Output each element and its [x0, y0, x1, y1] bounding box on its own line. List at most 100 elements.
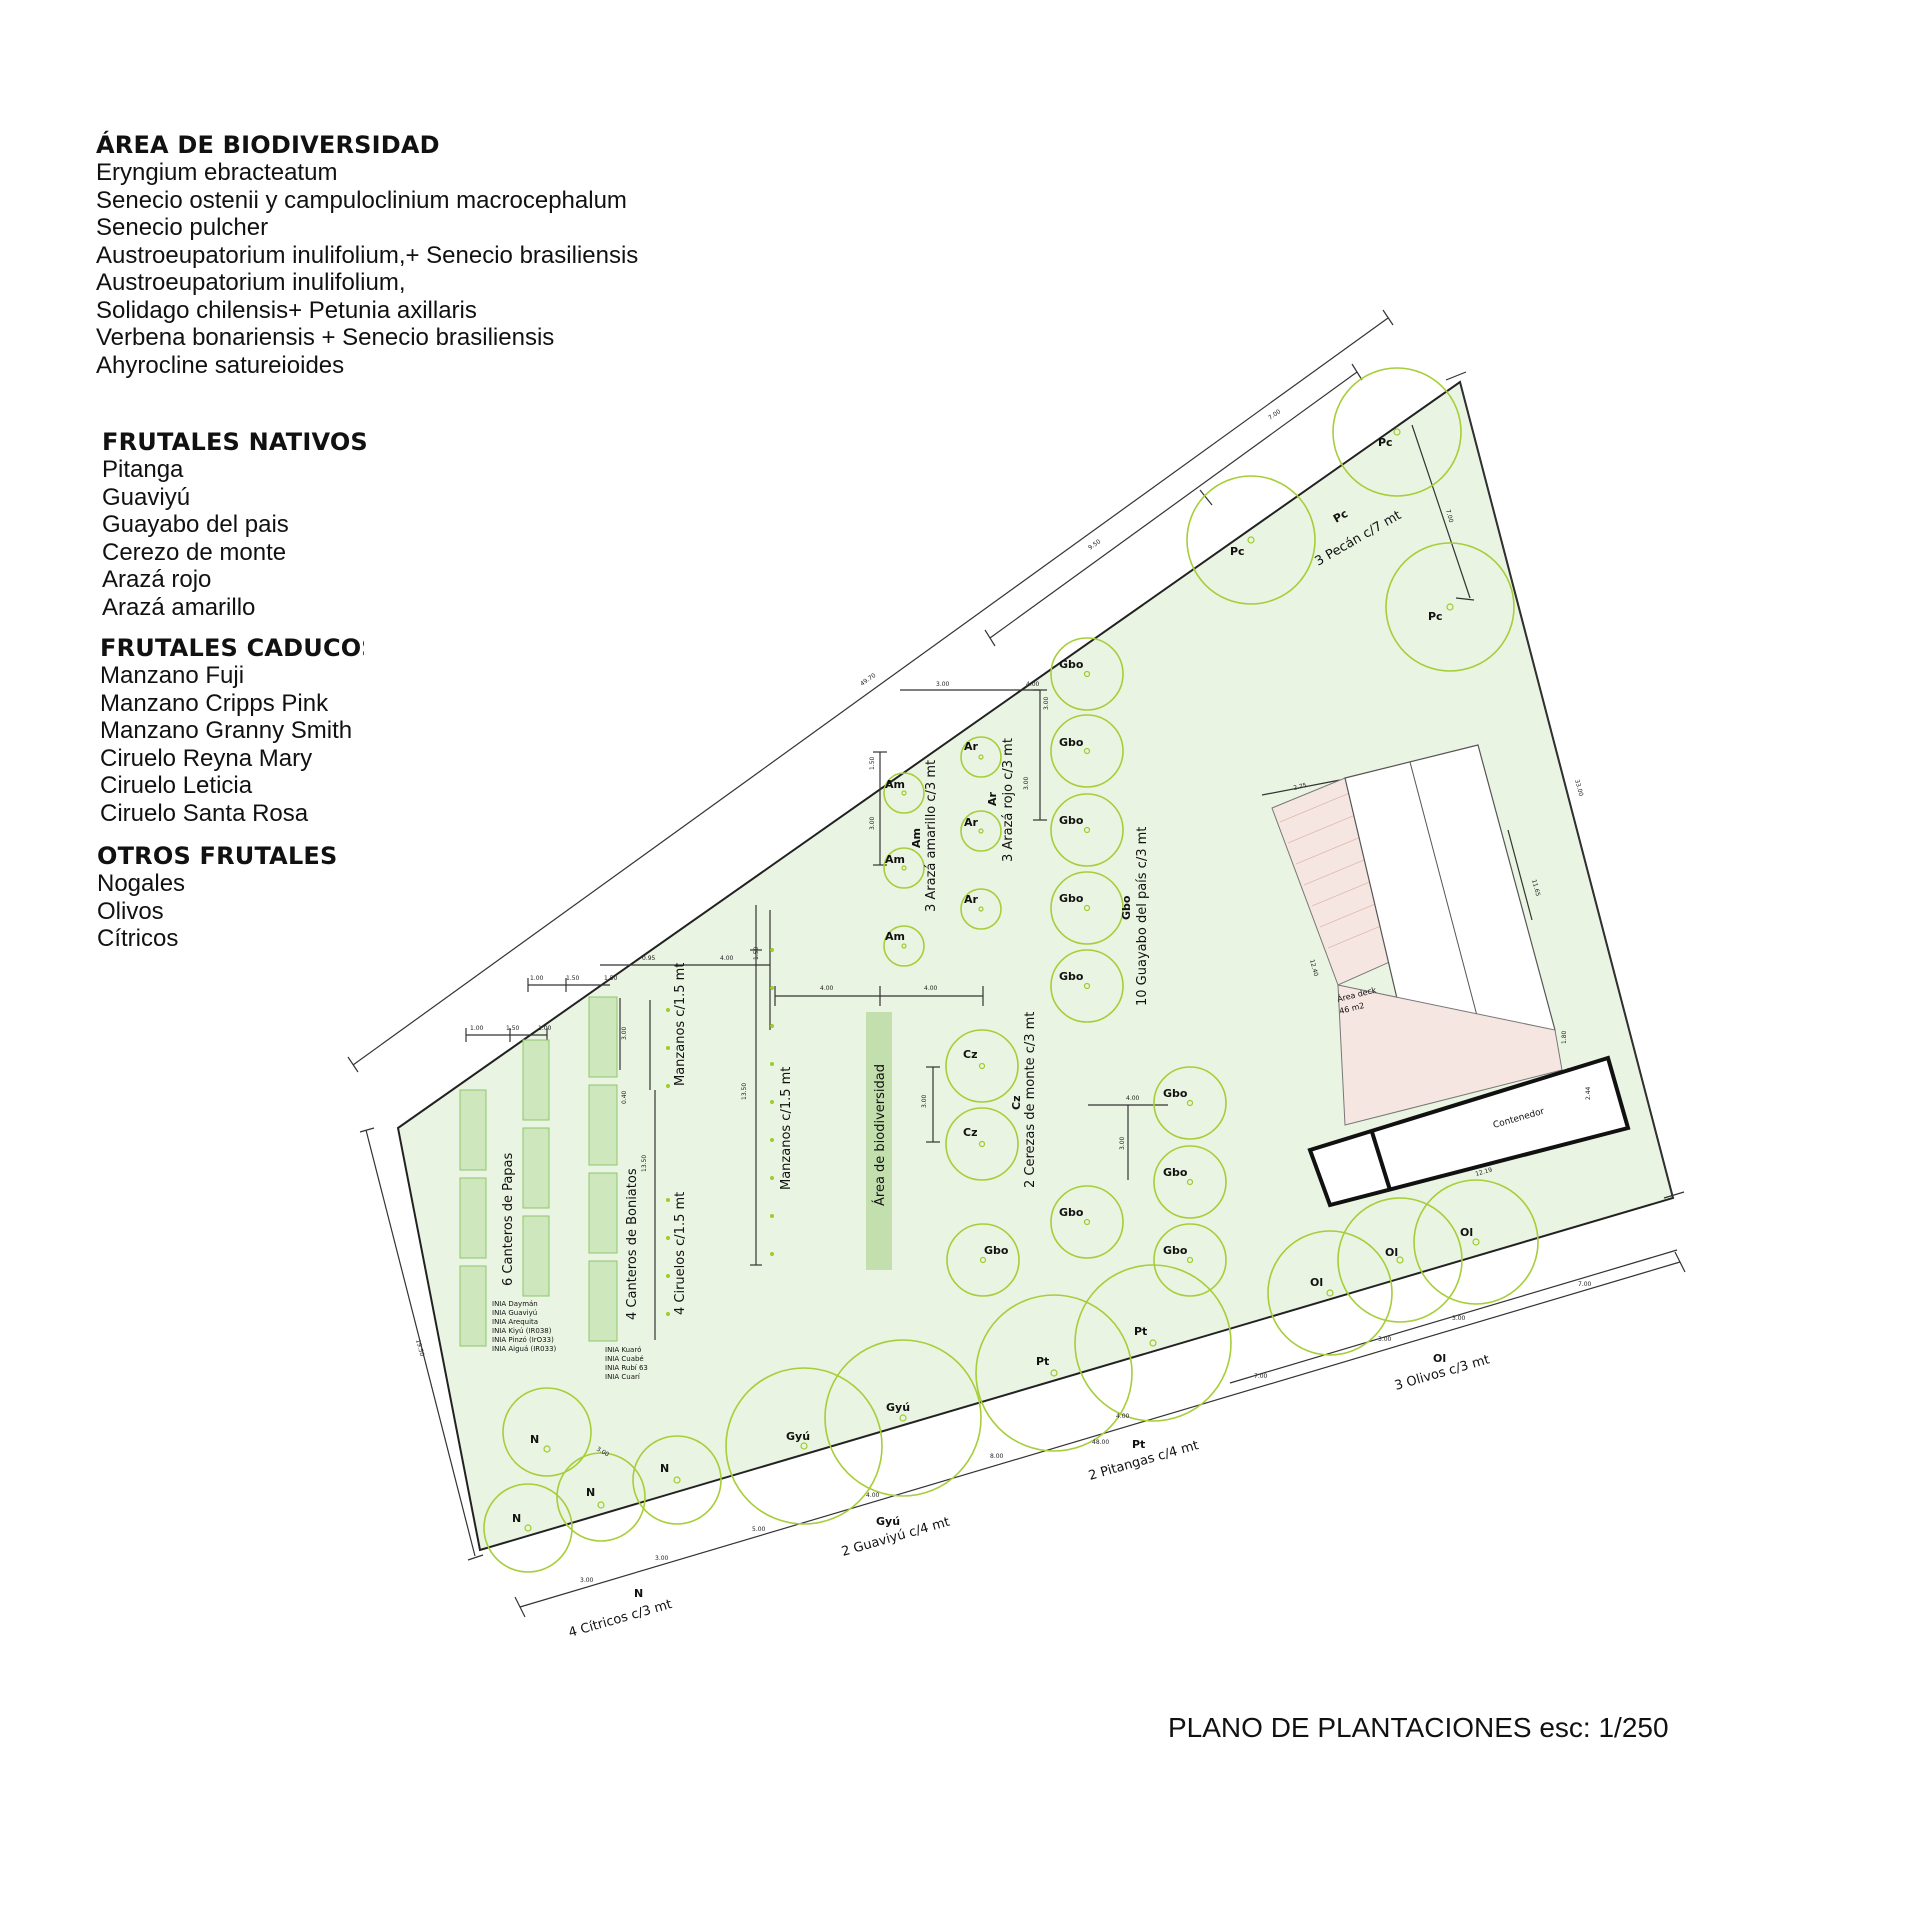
label-ol-group: Ol	[1433, 1352, 1446, 1365]
tree-am	[883, 772, 925, 814]
boniato-variety: INIA Cuabé	[605, 1355, 644, 1363]
svg-text:2.44: 2.44	[1585, 1086, 1592, 1100]
tree-gbo	[1050, 714, 1124, 788]
tree-ol	[1337, 1197, 1463, 1323]
svg-text:19.50: 19.50	[414, 1339, 425, 1358]
label-papas: 6 Canteros de Papas	[501, 1152, 516, 1286]
label-manzanos-a: Manzanos c/1.5 mt	[673, 963, 688, 1086]
tree-gyu	[725, 1367, 883, 1525]
label-gbo: Gbo	[1059, 892, 1084, 905]
label-ar: Ar	[964, 740, 979, 753]
svg-text:7.00: 7.00	[1444, 509, 1454, 524]
svg-text:3.00: 3.00	[1452, 1315, 1466, 1322]
svg-text:3.00: 3.00	[655, 1555, 669, 1562]
legend-item: Austroeupatorium inulifolium,+ Senecio b…	[96, 241, 639, 269]
label-biodiversidad: Área de biodiversidad	[872, 1064, 888, 1206]
label-ol: Ol	[1460, 1226, 1473, 1239]
legend-item: Arazá amarillo	[102, 593, 256, 621]
svg-text:1.50: 1.50	[753, 946, 760, 960]
label-pc: Pc	[1230, 545, 1245, 558]
label-manzanos-b: Manzanos c/1.5 mt	[779, 1067, 794, 1190]
tree-pt	[1074, 1264, 1232, 1422]
row-dots	[666, 948, 774, 1316]
tree-centers	[524, 428, 1480, 1532]
tree-n	[483, 1483, 573, 1573]
legend-list-otros: Nogales Olivos Cítricos	[97, 870, 185, 953]
label-am-group: Am	[910, 828, 923, 848]
tree-ar	[960, 888, 1002, 930]
svg-text:3.00: 3.00	[580, 1577, 594, 1584]
svg-text:4.00: 4.00	[820, 985, 834, 992]
label-gbo: Gbo	[1059, 970, 1084, 983]
svg-text:4.00: 4.00	[1116, 1413, 1130, 1420]
svg-text:8.00: 8.00	[990, 1453, 1004, 1460]
tree-pc	[1186, 475, 1316, 605]
svg-text:33.00: 33.00	[1573, 779, 1584, 798]
legend-item: Manzano Cripps Pink	[100, 689, 329, 717]
label-gbo: Gbo	[1163, 1166, 1188, 1179]
label-araza-rojo: 3 Arazá rojo c/3 mt	[1001, 738, 1016, 862]
tree-pc	[1385, 542, 1515, 672]
label-gbo: Gbo	[1059, 736, 1084, 749]
papa-variety: INIA Pinzó (IrO33)	[492, 1336, 554, 1344]
svg-text:4.00: 4.00	[924, 985, 938, 992]
canteros-boniatos	[588, 996, 618, 1342]
label-n: N	[512, 1512, 521, 1525]
cantero-papa	[522, 1039, 550, 1121]
label-cz: Cz	[963, 1126, 977, 1139]
label-ar: Ar	[964, 893, 979, 906]
label-gyu: Gyú	[886, 1401, 910, 1414]
legend-item: Manzano Fuji	[100, 662, 245, 689]
svg-text:1.50: 1.50	[566, 975, 580, 982]
label-n: N	[530, 1433, 539, 1446]
label-gyu: Gyú	[786, 1430, 810, 1443]
svg-text:3.00: 3.00	[1378, 1336, 1392, 1343]
svg-text:1.50: 1.50	[869, 756, 876, 770]
label-cz: Cz	[963, 1048, 977, 1061]
svg-text:48.00: 48.00	[1092, 1439, 1109, 1446]
svg-text:1.00: 1.00	[470, 1025, 484, 1032]
legend-item: Austroeupatorium inulifolium,	[96, 269, 406, 296]
tree-am	[883, 847, 925, 889]
tree-pc	[1332, 367, 1462, 497]
svg-text:1.00: 1.00	[530, 975, 544, 982]
svg-text:1.80: 1.80	[1561, 1030, 1568, 1044]
legend-title-caducos: FRUTALES CADUCOS	[100, 634, 364, 662]
legend-item: Cítricos	[97, 925, 179, 952]
label-pc-group: Pc	[1331, 507, 1350, 526]
legend-item: Ciruelo Reyna Mary	[100, 744, 313, 772]
deck-lower	[1337, 984, 1563, 1126]
label-araza-amarillo: 3 Arazá amarillo c/3 mt	[924, 760, 939, 912]
label-gbo: Gbo	[1163, 1087, 1188, 1100]
legend-item: Olivos	[97, 897, 164, 925]
tree-ar	[960, 810, 1002, 852]
svg-text:12.40: 12.40	[1308, 959, 1319, 978]
legend-item: Verbena bonariensis + Senecio brasiliens…	[96, 324, 555, 351]
papa-variety: INIA Guaviyú	[492, 1309, 537, 1317]
papa-variety: INIA Aiguá (IR033)	[492, 1345, 557, 1353]
cantero-boniato	[588, 1172, 618, 1254]
label-pt: Pt	[1134, 1325, 1147, 1338]
papa-variety: INIA Kiyú (IR038)	[492, 1327, 552, 1335]
tree-gbo	[1153, 1145, 1227, 1219]
biodiversity-strip	[866, 1012, 892, 1270]
canteros-papas	[459, 1039, 550, 1347]
svg-text:2.75: 2.75	[1293, 782, 1308, 792]
legend-item: Manzano Granny Smith	[100, 717, 353, 744]
svg-text:13.50: 13.50	[741, 1083, 748, 1100]
cantero-papa	[459, 1265, 487, 1347]
label-pt-group: Pt	[1132, 1438, 1145, 1451]
svg-text:3.00: 3.00	[869, 816, 876, 830]
tree-cz	[945, 1107, 1019, 1181]
legend-item: Guaviyú	[102, 483, 191, 511]
legend-list-caducos: Manzano Fuji Manzano Cripps Pink Manzano…	[100, 662, 352, 827]
svg-text:3.00: 3.00	[936, 681, 950, 688]
svg-text:3.00: 3.00	[621, 1026, 628, 1040]
boniato-variety: INIA Rubí 63	[605, 1364, 648, 1372]
legend-item: Pitanga	[102, 456, 184, 483]
legend-item: Ahyrocline satureioides	[96, 351, 345, 379]
cantero-boniato	[588, 996, 618, 1078]
label-cz-group: Cz	[1010, 1096, 1023, 1110]
label-n-group: N	[634, 1587, 643, 1600]
